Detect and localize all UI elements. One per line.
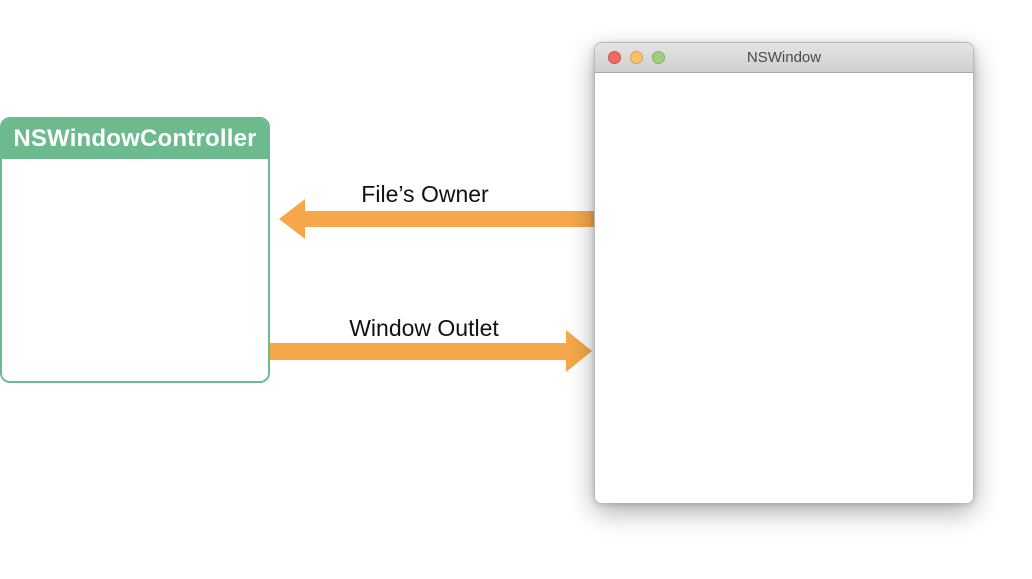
nswindow: NSWindow — [594, 42, 974, 503]
minimize-button[interactable] — [630, 51, 643, 64]
nswindow-title: NSWindow — [746, 49, 822, 66]
files-owner-label: File’s Owner — [361, 181, 489, 207]
nswindowcontroller-title: NSWindowController — [13, 125, 257, 152]
arrow-head-left-icon — [279, 199, 305, 239]
nswindowcontroller-body — [2, 159, 268, 381]
nswindowcontroller-box: NSWindowController — [0, 117, 270, 383]
nswindow-content — [595, 73, 973, 503]
traffic-lights — [608, 51, 665, 64]
nswindowcontroller-header: NSWindowController — [2, 119, 268, 159]
window-outlet-arrow-shaft — [270, 343, 566, 360]
zoom-button[interactable] — [652, 51, 665, 64]
nswindow-titlebar: NSWindow — [595, 43, 973, 73]
arrow-head-right-icon — [566, 330, 592, 372]
files-owner-arrow-shaft — [305, 211, 594, 227]
window-outlet-label: Window Outlet — [349, 315, 499, 341]
close-button[interactable] — [608, 51, 621, 64]
